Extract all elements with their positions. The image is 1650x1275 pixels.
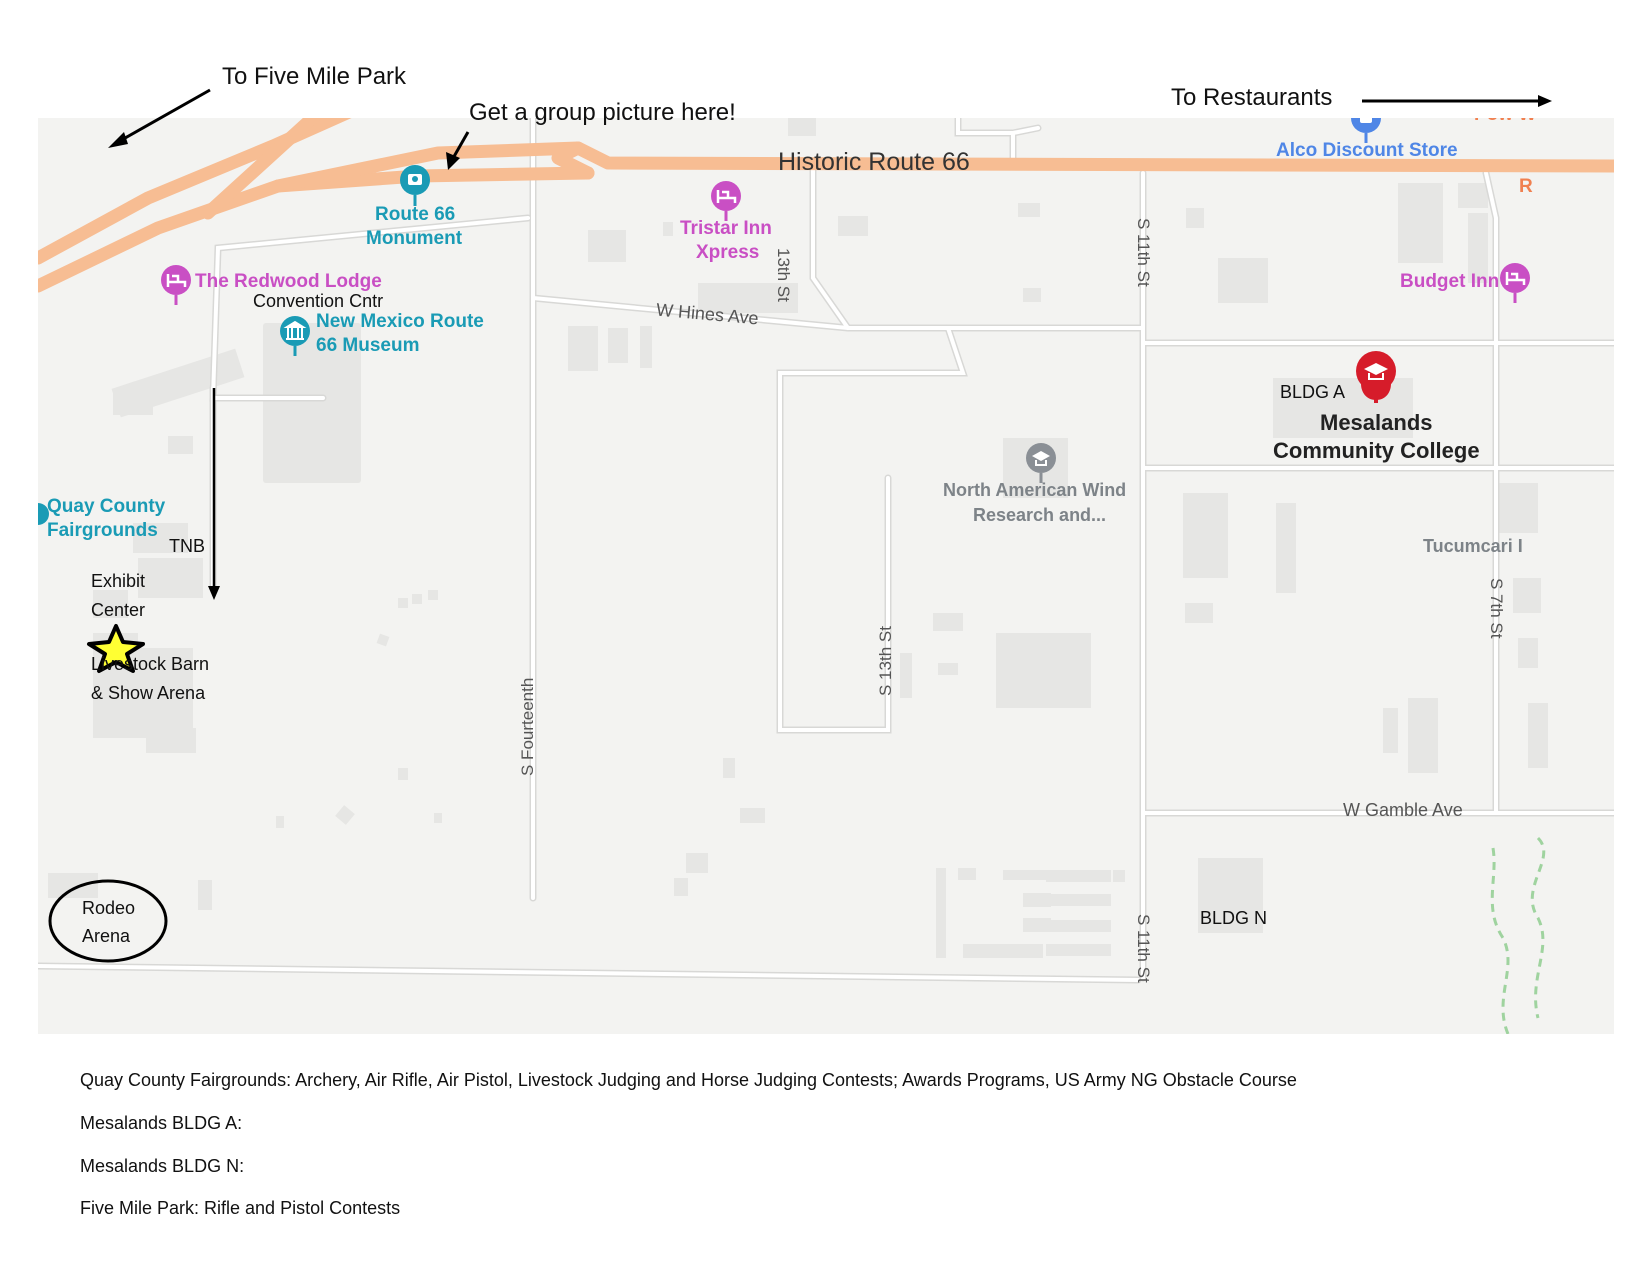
highway-layer xyxy=(38,118,1614,293)
legend-bldg-n: Mesalands BLDG N: xyxy=(80,1156,245,1176)
convention-center-label: Convention Cntr xyxy=(253,291,384,311)
legend-five-mile: Five Mile Park: Rifle and Pistol Contest… xyxy=(80,1198,401,1218)
road-label-w-gamble: W Gamble Ave xyxy=(1343,800,1463,820)
exhibit-center-label-2: Center xyxy=(91,600,146,620)
group-picture-note: Get a group picture here! xyxy=(469,99,736,126)
road-label-s-7th: S 7th St xyxy=(1487,578,1506,639)
poi-wind-research-pin[interactable] xyxy=(1026,443,1056,483)
rodeo-label-1: Rodeo xyxy=(82,898,136,918)
poi-label-r-partial: R xyxy=(1519,176,1533,197)
poi-alco-pin[interactable] xyxy=(1351,118,1381,143)
road-label-historic-66: Historic Route 66 xyxy=(778,148,970,176)
map-canvas xyxy=(38,118,1614,1034)
poi-label-tristar-2: Xpress xyxy=(696,242,760,263)
poi-label-pow-partial: Pow W xyxy=(1474,118,1536,126)
map-area[interactable]: Historic Route 66 W Hines Ave W Gamble A… xyxy=(38,118,1614,1034)
poi-label-route66-monument-1: Route 66 xyxy=(375,204,456,225)
top-arrows xyxy=(108,88,1552,170)
poi-route66-monument-pin[interactable] xyxy=(400,165,430,206)
buildings-layer xyxy=(48,118,1548,958)
poi-label-museum-2: 66 Museum xyxy=(316,335,420,356)
five-mile-park-note: To Five Mile Park xyxy=(222,63,407,90)
livestock-barn-label-2: & Show Arena xyxy=(91,683,206,703)
exhibit-center-label-1: Exhibit xyxy=(91,571,146,591)
poi-label-wind-2: Research and... xyxy=(973,505,1107,525)
poi-label-route66-monument-2: Monument xyxy=(366,228,463,249)
bldg-n-label: BLDG N xyxy=(1200,908,1268,928)
poi-label-quay-1: Quay County xyxy=(47,496,166,517)
road-label-13th: 13th St xyxy=(774,248,793,302)
minor-roads-edge xyxy=(38,118,1614,984)
poi-quay-fairgrounds-pin[interactable] xyxy=(38,503,49,525)
livestock-barn-label-1: Livestock Barn xyxy=(91,654,210,674)
legend-fairgrounds: Quay County Fairgrounds: Archery, Air Ri… xyxy=(80,1070,1297,1090)
rodeo-arena-circle xyxy=(48,879,168,963)
poi-label-mesalands-2: Community College xyxy=(1273,438,1480,463)
poi-museum-pin[interactable] xyxy=(280,316,310,356)
road-label-s-13th: S 13th St xyxy=(876,626,895,696)
poi-label-mesalands-1: Mesalands xyxy=(1320,410,1433,435)
trail-path xyxy=(1490,847,1510,1034)
road-label-s-11th-bottom: S 11th St xyxy=(1134,914,1153,983)
rodeo-label-2: Arena xyxy=(82,926,131,946)
poi-label-tucumcari: Tucumcari I xyxy=(1423,536,1523,556)
poi-budget-inn-pin[interactable] xyxy=(1500,263,1530,303)
bldg-a-label: BLDG A xyxy=(1280,382,1346,402)
restaurants-note: To Restaurants xyxy=(1171,84,1333,111)
legend-bldg-a: Mesalands BLDG A: xyxy=(80,1113,243,1133)
minor-roads xyxy=(38,118,1614,982)
tnb-arrow-head xyxy=(208,586,220,600)
poi-label-redwood: The Redwood Lodge xyxy=(195,271,382,292)
poi-tristar-pin[interactable] xyxy=(711,181,741,221)
poi-label-tristar-1: Tristar Inn xyxy=(680,218,772,239)
tnb-label: TNB xyxy=(169,536,205,556)
trail-path xyxy=(1530,836,1546,1019)
poi-mesalands-pin[interactable] xyxy=(1356,351,1396,403)
road-label-s-11th-top: S 11th St xyxy=(1134,218,1153,287)
poi-label-budget-inn: Budget Inn xyxy=(1400,271,1500,292)
star-marker[interactable] xyxy=(87,624,145,673)
poi-label-alco: Alco Discount Store xyxy=(1276,140,1458,161)
road-label-s-fourteenth: S Fourteenth xyxy=(518,677,537,776)
poi-label-wind-1: North American Wind xyxy=(943,480,1127,500)
poi-label-quay-2: Fairgrounds xyxy=(47,520,158,541)
poi-redwood-pin[interactable] xyxy=(161,265,191,305)
poi-label-museum-1: New Mexico Route xyxy=(316,311,484,332)
